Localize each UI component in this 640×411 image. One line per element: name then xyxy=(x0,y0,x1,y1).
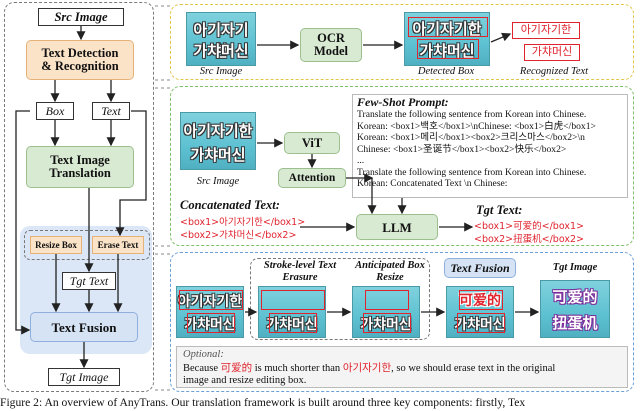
anticipated-title-1: Anticipated Box xyxy=(355,260,425,271)
mid-src-korean-2: 가챠머신 xyxy=(190,146,246,164)
tgt-image-node: Tgt Image xyxy=(48,368,120,386)
fusion-src-korean-2: 가챠머신 xyxy=(184,317,236,333)
ocr-panel xyxy=(170,4,634,80)
optional-line-2: image and resize editing box. xyxy=(183,375,307,386)
box-node: Box xyxy=(36,102,74,120)
pipeline-panel xyxy=(4,2,154,392)
resize-box-node: Resize Box xyxy=(30,236,82,254)
top-src-korean-2: 가챠머신 xyxy=(193,42,249,60)
tgt-image-label: Tgt Image xyxy=(552,262,598,273)
concat-title: Concatenated Text: xyxy=(180,198,280,212)
detected-caption: Detected Box xyxy=(417,66,475,77)
fusion-panel xyxy=(170,252,634,392)
prompt-line-4: Chinese: <box1>圣诞节</box1><box2>快乐</box2> xyxy=(357,143,567,155)
detected-korean-1: 아기자기한 xyxy=(412,20,482,38)
recognized-text-2: 가챠머신 xyxy=(524,44,580,61)
optional-cn: 可爱的 xyxy=(220,361,253,374)
optional-title: Optional: xyxy=(183,349,224,360)
fused-box-1 xyxy=(459,290,503,310)
prompt-line-1: Translate the following sentence from Ko… xyxy=(357,109,587,120)
tgt-line-1: <box1>可爱的</box1> xyxy=(474,221,584,232)
concat-line-1: <box1>아기자기한</box1> xyxy=(180,217,306,228)
erase-text-node: Erase Text xyxy=(92,236,144,254)
fusion-src-box-2 xyxy=(187,313,235,333)
detected-box-image: 아기자기한 가챠머신 xyxy=(404,12,490,66)
mid-src-caption: Src Image xyxy=(196,176,240,187)
prompt-line-3: Korean: <box1>메리</box1><box2>크리스마스</box2… xyxy=(357,132,585,143)
tgt-chinese-2: 扭蛋机 xyxy=(552,314,598,332)
optional-end: , so we should erase text in the origina… xyxy=(391,362,556,374)
recognized-text-1: 아기자기한 xyxy=(512,22,580,39)
ocr-model-label-1: OCR xyxy=(317,31,345,45)
recognized-caption: Recognized Text xyxy=(519,66,589,77)
tgt-chinese-1: 可爱的 xyxy=(552,288,598,306)
detected-korean-2: 가챠머신 xyxy=(419,42,475,60)
ocr-model-node: OCR Model xyxy=(300,28,362,62)
text-fusion-node: Text Fusion xyxy=(30,312,138,342)
edit-ops-region xyxy=(24,230,150,260)
text-image-translation-node: Text Image Translation xyxy=(26,146,134,188)
erased-korean-2: 가챠머신 xyxy=(266,317,318,333)
vit-node: ViT xyxy=(284,132,340,154)
text-detection-node: Text Detection & Recognition xyxy=(26,40,134,80)
optional-line-1: Because 可爱的 is much shorter than 아기자기한, … xyxy=(183,362,621,376)
anticipated-title-2: Resize xyxy=(376,272,404,283)
anticipated-title: Anticipated Box Resize xyxy=(350,260,430,284)
tgt-text-node: Tgt Text xyxy=(62,272,116,290)
erased-box-1 xyxy=(261,290,325,310)
top-src-korean-1: 아기자기한 xyxy=(193,21,249,60)
stroke-erasure-region xyxy=(250,258,430,340)
fused-image: 可爱的 가챠머신 xyxy=(446,286,514,338)
resized-box-1 xyxy=(365,290,409,310)
translation-label: Translation xyxy=(49,166,111,180)
mid-src-korean-1: 아기자기한 xyxy=(183,122,253,140)
prompt-line-2: Korean: <box1>백호</box1>\nChinese: <box1>… xyxy=(357,120,596,132)
optional-kr: 아기자기한 xyxy=(342,361,392,374)
optional-because: Because xyxy=(183,362,221,374)
few-shot-prompt-box: Few-Shot Prompt: Translate the following… xyxy=(352,94,628,198)
text-image-label: Text Image xyxy=(50,153,110,167)
text-node: Text xyxy=(92,102,130,120)
top-src-caption: Src Image xyxy=(199,66,243,77)
fusion-src-image: 아기자기한 가챠머신 xyxy=(176,286,244,338)
tgt-line-2: <box2>扭蛋机</box2> xyxy=(474,234,584,245)
tgt-image: 可爱的 扭蛋机 xyxy=(540,280,610,338)
figure-caption: Figure 2: An overview of AnyTrans. Our t… xyxy=(0,396,526,409)
recognition-label: & Recognition xyxy=(41,59,119,73)
prompt-line-7: Korean: Concatenated Text \n Chinese: xyxy=(357,178,508,189)
optional-note: Optional: Because 可爱的 is much shorter th… xyxy=(176,346,628,388)
fusion-src-box-1 xyxy=(179,290,243,310)
detected-box-1 xyxy=(408,17,488,37)
erased-image: 가챠머신 xyxy=(258,286,326,338)
translation-panel xyxy=(170,86,634,246)
src-image-node: Src Image xyxy=(38,8,124,26)
fused-korean-2: 가챠머신 xyxy=(454,317,506,333)
text-fusion-label: Text Fusion xyxy=(444,258,516,278)
detected-box-2 xyxy=(417,39,479,59)
stroke-title-1: Stroke-level Text xyxy=(263,260,337,271)
attention-node: Attention xyxy=(278,168,346,188)
few-shot-title: Few-Shot Prompt: xyxy=(357,95,449,109)
erased-box-2 xyxy=(269,313,317,333)
fusion-src-korean-1: 아기자기한 xyxy=(177,294,243,310)
optional-mid: is much shorter than xyxy=(252,362,343,374)
tgt-text-title: Tgt Text: xyxy=(476,203,523,217)
mid-src-image: 아기자기한 가챠머신 xyxy=(180,112,256,170)
prompt-line-5: ... xyxy=(357,155,365,166)
concat-line-2: <box2>가챠머신</box2> xyxy=(180,230,297,241)
resized-box-2 xyxy=(363,313,411,333)
top-src-image: 아기자기한 가챠머신 xyxy=(186,12,256,66)
ocr-model-label-2: Model xyxy=(313,44,349,58)
resized-korean-2: 가챠머신 xyxy=(360,317,412,333)
stroke-title-2: Erasure xyxy=(282,272,318,283)
fused-chinese-1: 可爱的 xyxy=(459,293,501,309)
resized-image: 가챠머신 xyxy=(352,286,420,338)
llm-node: LLM xyxy=(356,214,438,240)
text-detection-label: Text Detection xyxy=(41,46,119,60)
prompt-line-6: Translate the following sentence from Ko… xyxy=(357,166,587,178)
stroke-title: Stroke-level Text Erasure xyxy=(254,260,346,284)
fused-box-2 xyxy=(457,313,505,333)
